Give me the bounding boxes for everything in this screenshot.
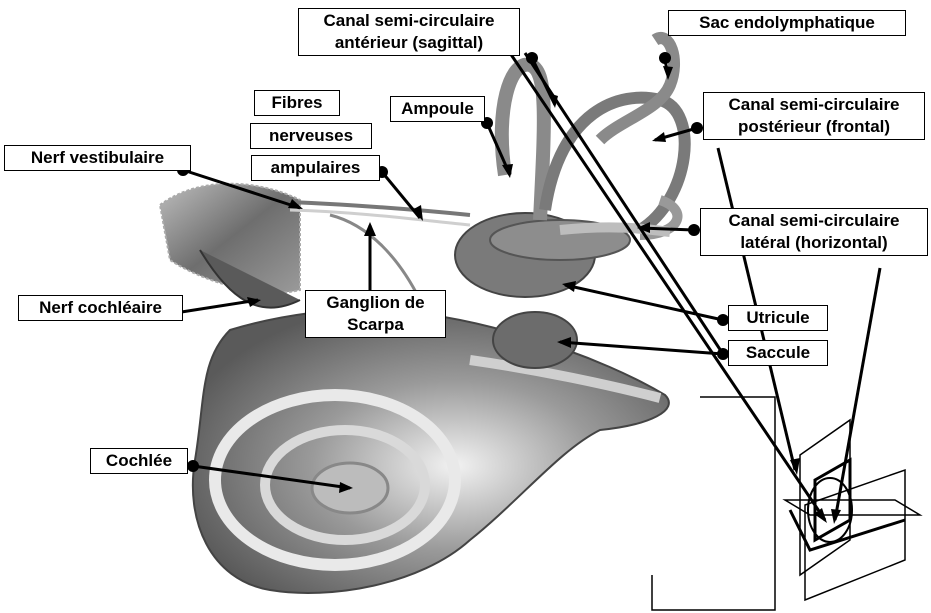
label-fibres-1-text: Fibres <box>260 92 334 114</box>
label-cochlee-text: Cochlée <box>96 450 182 472</box>
label-sac-endolymphatique-text: Sac endolymphatique <box>674 12 900 34</box>
label-canal-posterieur-line1: Canal semi-circulaire <box>709 94 919 116</box>
label-nerf-cochleaire: Nerf cochléaire <box>18 295 183 321</box>
label-canal-anterieur-line1: Canal semi-circulaire <box>304 10 514 32</box>
label-canal-anterieur: Canal semi-circulaire antérieur (sagitta… <box>298 8 520 56</box>
label-canal-anterieur-line2: antérieur (sagittal) <box>304 32 514 54</box>
nerve-fibers-shape <box>290 202 470 300</box>
label-fibres-2-text: nerveuses <box>256 125 366 147</box>
label-ampoule-text: Ampoule <box>396 98 479 120</box>
label-saccule-text: Saccule <box>734 342 822 364</box>
label-sac-endolymphatique: Sac endolymphatique <box>668 10 906 36</box>
label-ganglion-scarpa-line2: Scarpa <box>311 314 440 336</box>
label-fibres-3: ampulaires <box>251 155 380 181</box>
label-canal-lateral-line1: Canal semi-circulaire <box>706 210 922 232</box>
label-saccule: Saccule <box>728 340 828 366</box>
label-utricule: Utricule <box>728 305 828 331</box>
label-ampoule: Ampoule <box>390 96 485 122</box>
label-canal-lateral-line2: latéral (horizontal) <box>706 232 922 254</box>
label-canal-posterieur: Canal semi-circulaire postérieur (fronta… <box>703 92 925 140</box>
label-fibres-2: nerveuses <box>250 123 372 149</box>
label-utricule-text: Utricule <box>734 307 822 329</box>
label-cochlee: Cochlée <box>90 448 188 474</box>
label-nerf-vestibulaire-text: Nerf vestibulaire <box>10 147 185 169</box>
label-canal-lateral: Canal semi-circulaire latéral (horizonta… <box>700 208 928 256</box>
semicircular-canals-shape <box>502 38 685 235</box>
label-fibres-3-text: ampulaires <box>257 157 374 179</box>
cochlea-shape <box>193 310 669 593</box>
label-canal-posterieur-line2: postérieur (frontal) <box>709 116 919 138</box>
label-nerf-vestibulaire: Nerf vestibulaire <box>4 145 191 171</box>
label-nerf-cochleaire-text: Nerf cochléaire <box>24 297 177 319</box>
label-fibres-1: Fibres <box>254 90 340 116</box>
label-ganglion-scarpa-line1: Ganglion de <box>311 292 440 314</box>
label-ganglion-scarpa: Ganglion de Scarpa <box>305 290 446 338</box>
